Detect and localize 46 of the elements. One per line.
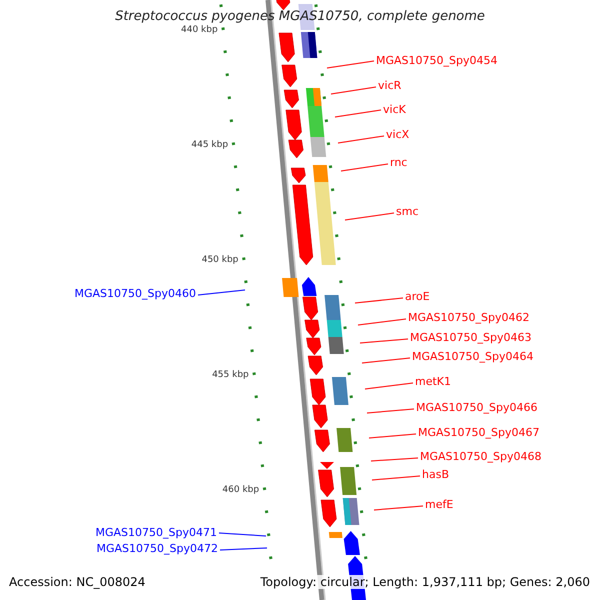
- leader-line: [326, 60, 374, 68]
- gene-label: aroE: [405, 290, 430, 304]
- leader-line: [372, 476, 420, 480]
- leader-line: [362, 358, 410, 364]
- scale-label: 460 kbp: [222, 484, 260, 497]
- gene-label: smc: [396, 205, 418, 219]
- gene-label: vicR: [378, 79, 402, 93]
- leader-line: [368, 434, 416, 438]
- gene-label: MGAS10750_Spy0464: [412, 350, 534, 364]
- leader-line: [334, 110, 382, 118]
- leader-line: [198, 290, 246, 296]
- scale-label: 450 kbp: [202, 254, 238, 267]
- gene-label: MGAS10750_Spy0472: [96, 542, 218, 556]
- genome-info-text: Topology: circular; Length: 1,937,111 bp; Genes: 2,060: [260, 575, 590, 589]
- gene-label: metK1: [415, 375, 452, 389]
- leader-line: [338, 136, 384, 144]
- leader-line: [366, 408, 414, 414]
- gene-label: MGAS10750_Spy0468: [420, 450, 542, 464]
- gene-label: vicX: [386, 128, 410, 142]
- scale-label: 445 kbp: [191, 139, 228, 152]
- gene-label: hasB: [422, 468, 449, 482]
- leader-line: [330, 86, 376, 94]
- gene-label: mefE: [425, 498, 454, 512]
- gene-label: MGAS10750_Spy0466: [416, 401, 538, 415]
- gene-label: rnc: [390, 156, 408, 170]
- leader-line: [364, 382, 414, 390]
- leader-line: [218, 532, 266, 536]
- leader-line: [374, 506, 424, 510]
- accession-text: Accession: NC_008024: [9, 575, 146, 589]
- leader-line: [220, 548, 268, 550]
- leader-line: [360, 338, 408, 344]
- leader-line: [354, 298, 404, 304]
- gene-label: MGAS10750_Spy0467: [418, 426, 540, 440]
- gene-label: MGAS10750_Spy0463: [410, 331, 532, 345]
- gene-label: vicK: [383, 103, 406, 117]
- scale-label: 440 kbp: [181, 24, 218, 37]
- gene-label: MGAS10750_Spy0460: [74, 287, 196, 301]
- gene-label: MGAS10750_Spy0462: [408, 311, 530, 325]
- leader-line: [340, 164, 388, 172]
- leader-line: [370, 458, 418, 462]
- gene-label: MGAS10750_Spy0454: [376, 54, 498, 68]
- scale-label: 455 kbp: [212, 369, 249, 382]
- map-title: Streptococcus pyogenes MGAS10750, complete genome: [114, 10, 486, 24]
- gene-label: MGAS10750_Spy0471: [96, 526, 217, 540]
- leader-line: [358, 318, 406, 326]
- leader-line: [344, 212, 394, 220]
